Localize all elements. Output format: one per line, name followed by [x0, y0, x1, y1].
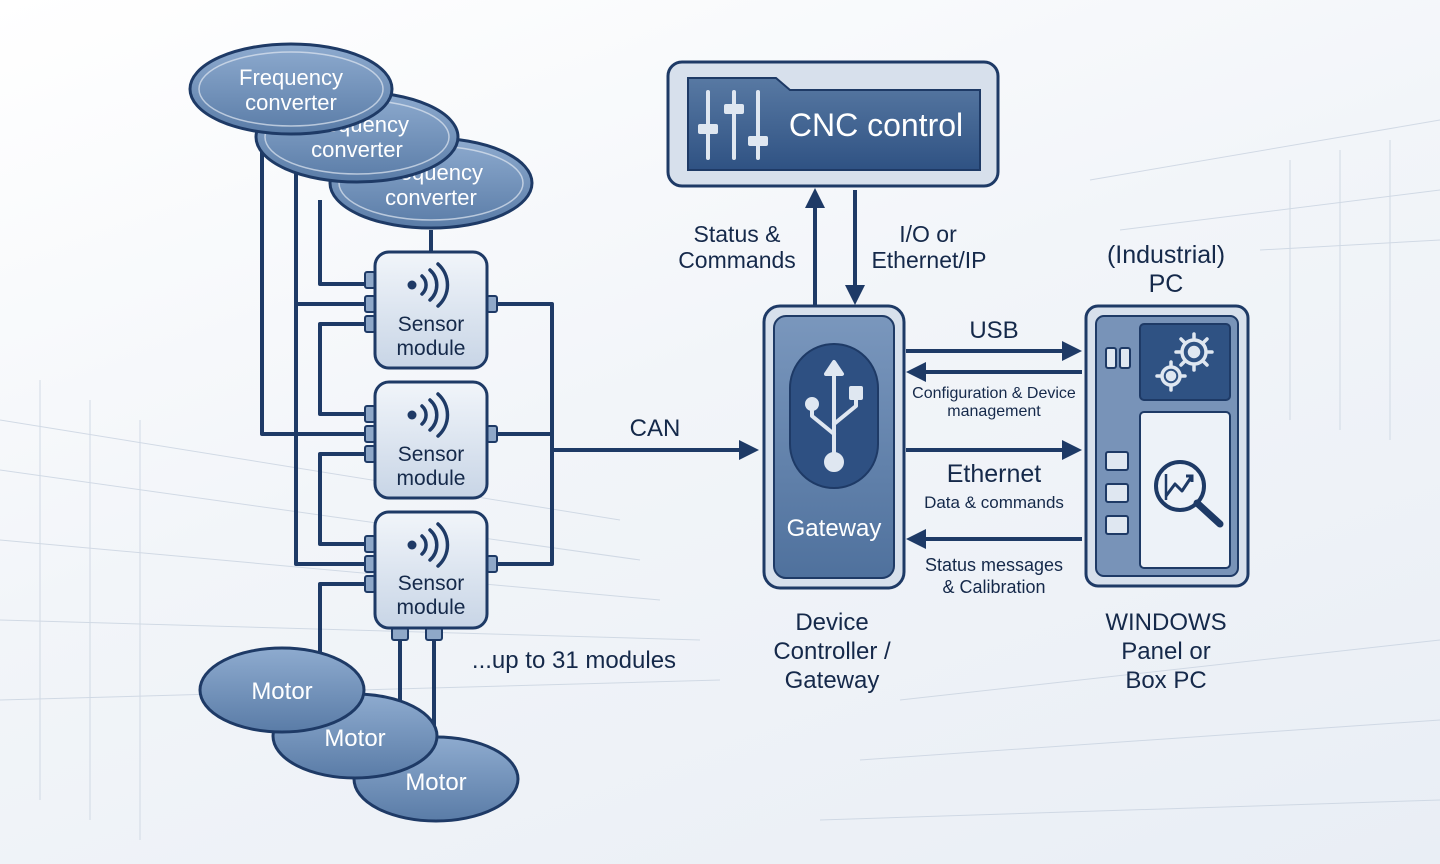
pc-title-line1: (Industrial) [1107, 241, 1225, 269]
pc-buttons [1105, 347, 1131, 535]
ethernet-label: Ethernet [947, 460, 1042, 488]
wireless-signal-icon [407, 392, 450, 438]
can-label: CAN [630, 415, 681, 442]
sensor-module-3-line1: Sensor [398, 572, 465, 595]
gateway-caption-line3: Gateway [785, 667, 880, 694]
config-line1: Configuration & Device [912, 385, 1076, 402]
up-to-modules-label: ...up to 31 modules [472, 647, 676, 674]
usb-label: USB [969, 317, 1018, 344]
configuration-connection: Configuration & Device management [906, 362, 1082, 420]
motor-1-label: Motor [251, 678, 312, 705]
usb-connection: USB [906, 317, 1082, 361]
pc-caption-line3: Box PC [1125, 667, 1206, 694]
can-connection: CAN [552, 415, 759, 460]
motor-2-label: Motor [324, 725, 385, 752]
status-commands-line1: Status & [694, 221, 781, 247]
wireless-signal-icon [407, 262, 450, 308]
status-messages-connection: Status messages & Calibration [906, 529, 1082, 597]
pc-title-line2: PC [1149, 270, 1184, 298]
gateway-caption-line1: Device [795, 609, 868, 636]
motor-1: Motor [198, 646, 366, 734]
status-messages-line2: & Calibration [942, 577, 1045, 597]
sensor-module-1: Sensor module [364, 250, 498, 370]
gateway-badge: Gateway [787, 515, 882, 542]
sliders-icon [698, 90, 768, 160]
cnc-control: CNC control [666, 60, 1000, 188]
config-line2: management [947, 403, 1041, 420]
industrial-pc [1084, 304, 1250, 588]
frequency-converter-2-line2: converter [311, 137, 403, 162]
data-commands-label: Data & commands [924, 493, 1064, 512]
gateway: Gateway [762, 304, 906, 590]
status-commands-connection: Status & Commands [678, 188, 825, 306]
pc-caption-line2: Panel or [1121, 638, 1210, 665]
status-commands-line2: Commands [678, 247, 796, 273]
sensor-module-1-line1: Sensor [398, 313, 465, 336]
sensor-module-2-line2: module [397, 467, 466, 490]
frequency-converter-1-line2: converter [245, 90, 337, 115]
sensor-module-3: Sensor module [364, 510, 498, 641]
status-messages-line1: Status messages [925, 555, 1063, 575]
sensor-module-3-line2: module [397, 596, 466, 619]
frequency-converter-3-line2: converter [385, 185, 477, 210]
sensor-module-2: Sensor module [364, 380, 498, 500]
ethernet-connection: Ethernet Data & commands [906, 440, 1082, 512]
frequency-converter-1-line1: Frequency [239, 65, 343, 90]
usb-icon [805, 360, 863, 472]
motor-3-label: Motor [405, 769, 466, 796]
analytics-magnifier-icon [1154, 460, 1224, 528]
sensor-module-1-line2: module [397, 337, 466, 360]
io-ethernet-line1: I/O or [899, 221, 957, 247]
io-ethernet-connection: I/O or Ethernet/IP [845, 190, 987, 305]
cnc-control-label: CNC control [789, 107, 963, 143]
pc-caption-line1: WINDOWS [1105, 609, 1226, 636]
gears-icon [1155, 332, 1214, 392]
io-ethernet-line2: Ethernet/IP [871, 247, 986, 273]
wireless-signal-icon [407, 522, 450, 568]
frequency-converter-1: Frequency converter [188, 42, 394, 136]
sensor-module-2-line1: Sensor [398, 443, 465, 466]
gateway-caption-line2: Controller / [773, 638, 891, 665]
